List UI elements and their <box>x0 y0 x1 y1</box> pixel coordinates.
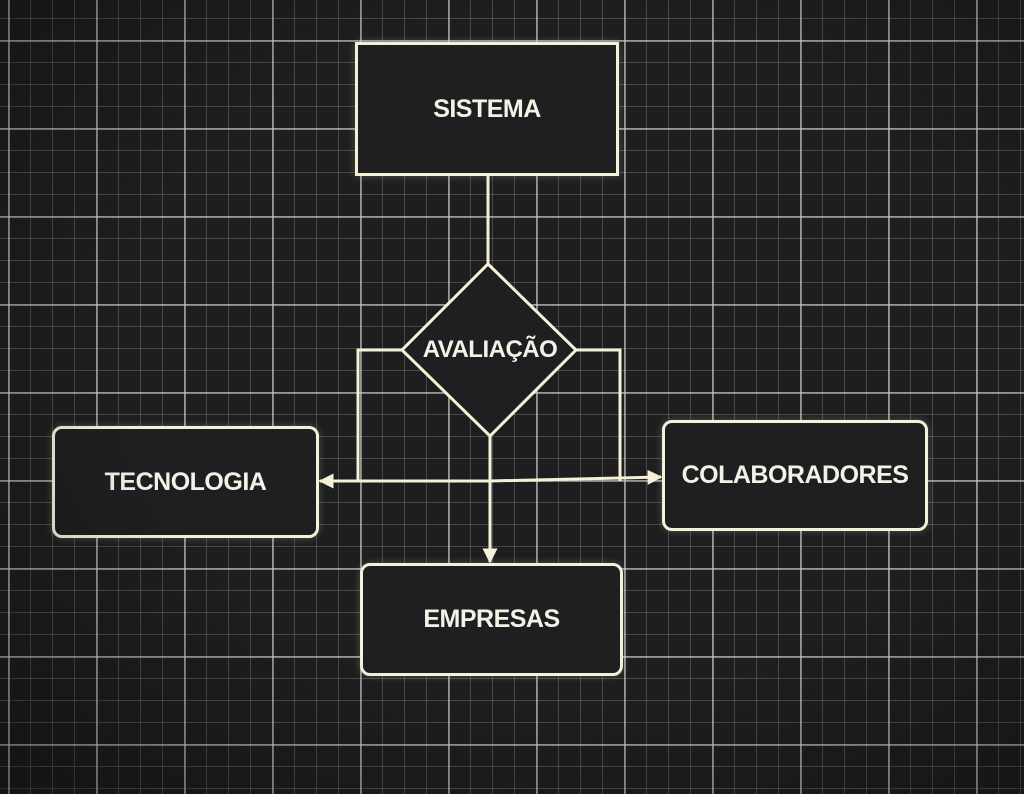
avaliacao-diamond[interactable] <box>399 261 579 439</box>
colaboradores-label: COLABORADORES <box>681 461 909 489</box>
sistema-node[interactable]: SISTEMA <box>355 42 619 176</box>
empresas-label: EMPRESAS <box>423 605 560 633</box>
avaliacao-label: AVALIAÇÃO <box>422 336 558 363</box>
edge-avaliacao-left-bracket <box>356 348 402 481</box>
edge-arrow-to-colaboradores <box>489 469 663 485</box>
edge-avaliacao-right-bracket <box>576 348 622 481</box>
sistema-label: SISTEMA <box>433 94 541 123</box>
colaboradores-node[interactable]: COLABORADORES <box>662 420 928 531</box>
tecnologia-label: TECNOLOGIA <box>104 467 267 496</box>
empresas-node[interactable]: EMPRESAS <box>360 563 623 676</box>
tecnologia-node[interactable]: TECNOLOGIA <box>52 426 319 538</box>
